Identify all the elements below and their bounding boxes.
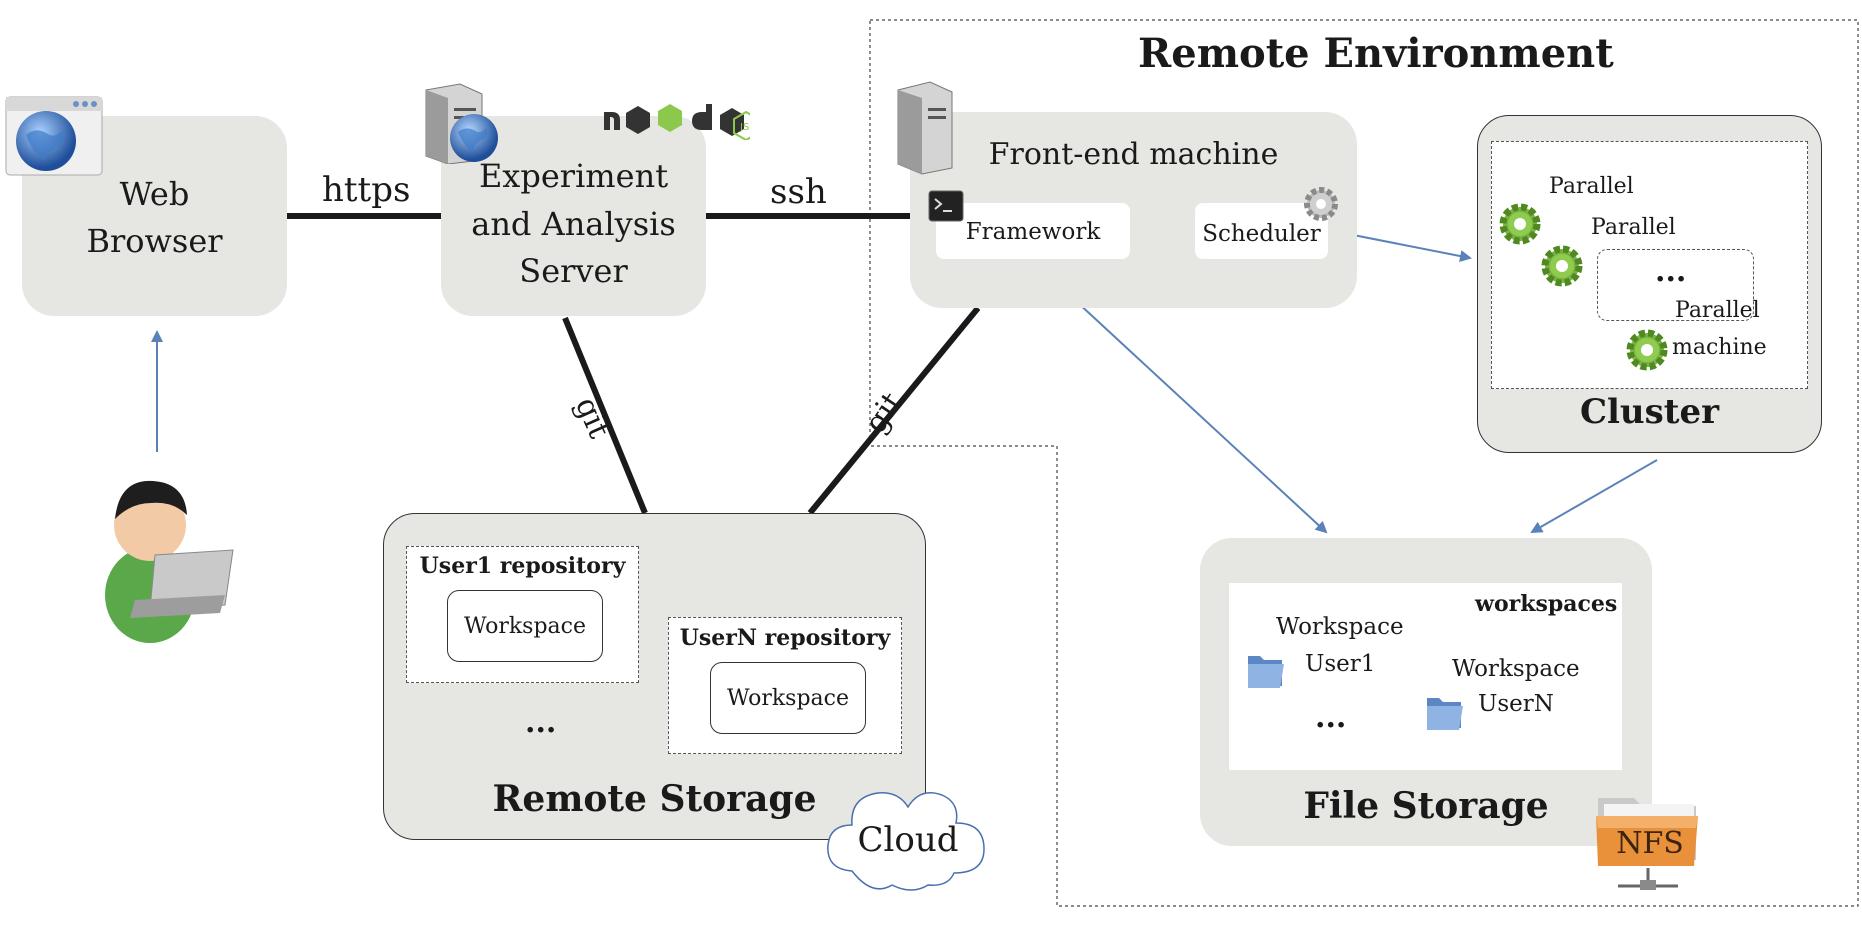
browser-globe-icon — [5, 96, 103, 176]
web-browser-line2: Browser — [86, 222, 223, 260]
server-line2: and Analysis — [471, 205, 676, 243]
nodejs-logo-icon: JS — [604, 104, 750, 140]
remote-environment-title: Remote Environment — [1138, 30, 1614, 77]
green-gear-icon — [1499, 203, 1541, 245]
user1-repository-label: User1 repository — [419, 553, 626, 579]
usern-workspace-box — [710, 662, 866, 734]
https-label: https — [322, 170, 411, 210]
git-link-frontend — [807, 306, 981, 515]
scheduler-box — [1195, 203, 1328, 259]
server-line3: Server — [519, 252, 628, 290]
user1-workspace-box — [447, 590, 603, 662]
workspace-usern-line1: Workspace — [1452, 656, 1580, 682]
scheduler-to-cluster-arrow — [1337, 231, 1472, 262]
workspace-usern-line2: UserN — [1478, 691, 1554, 717]
file-storage-title: File Storage — [1303, 785, 1549, 827]
terminal-icon — [928, 190, 964, 222]
scheduler-label: Scheduler — [1202, 221, 1321, 247]
workspace-user1-line1: Workspace — [1276, 614, 1404, 640]
frontend-server-icon — [897, 81, 953, 175]
parallel-machine-ellipsis-box — [1597, 249, 1754, 321]
cloud-icon — [827, 792, 985, 891]
parallel-machine-a-label: Parallel — [1549, 174, 1634, 199]
green-gear-icon — [1626, 329, 1668, 371]
usern-workspace-label: Workspace — [726, 686, 850, 711]
cloud-label: Cloud — [857, 820, 959, 860]
svg-text:JS: JS — [739, 122, 749, 133]
green-gear-icon — [1541, 245, 1583, 287]
server-line1: Experiment — [478, 157, 669, 195]
workspace-ellipsis: ... — [1315, 700, 1347, 735]
framework-label: Framework — [965, 219, 1101, 245]
repository-ellipsis: ... — [525, 705, 557, 740]
parallel-machine-c-label-2: machine — [1672, 335, 1767, 360]
parallel-machine-b-label: Parallel — [1591, 215, 1676, 240]
cluster-to-filestorage-arrow — [1530, 459, 1658, 533]
parallel-ellipsis: ... — [1655, 254, 1687, 289]
git-link-server — [562, 316, 648, 515]
workspaces-panel — [1229, 583, 1622, 770]
frontend-title: Front-end machine — [988, 137, 1279, 172]
workspaces-label: workspaces — [1475, 591, 1618, 617]
framework-to-filestorage-arrow — [1036, 264, 1328, 534]
web-server-icon — [425, 83, 498, 164]
folder-icon — [1427, 698, 1463, 730]
scheduler-gear-icon — [1304, 187, 1338, 221]
parallel-machine-c-label-1: Parallel — [1675, 298, 1760, 323]
usern-repository-label: UserN repository — [679, 625, 891, 651]
user-with-laptop-icon — [105, 480, 234, 643]
nfs-folder-icon — [1596, 798, 1698, 890]
remote-storage-title: Remote Storage — [492, 778, 817, 820]
user1-workspace-label: Workspace — [463, 614, 587, 639]
folder-icon — [1248, 656, 1284, 688]
nfs-label: NFS — [1616, 826, 1684, 861]
ssh-label: ssh — [770, 172, 827, 212]
web-browser-line1: Web — [119, 175, 190, 213]
cluster-title: Cluster — [1579, 392, 1720, 432]
framework-box — [936, 203, 1130, 259]
workspace-user1-line2: User1 — [1305, 651, 1376, 677]
